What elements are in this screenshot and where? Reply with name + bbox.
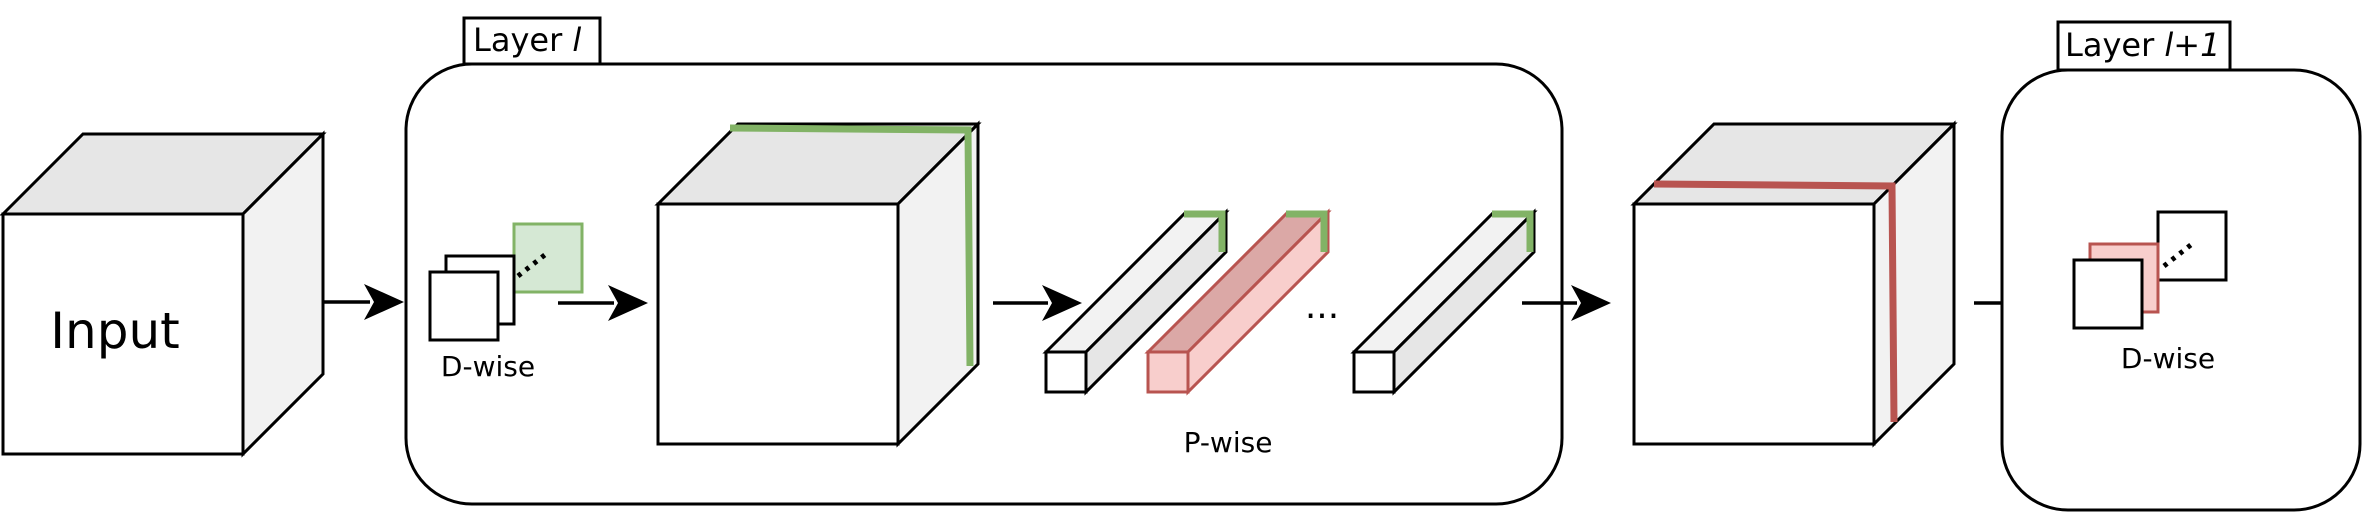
depthwise-output-cube bbox=[654, 120, 982, 448]
layer-l-dwise-label: D-wise bbox=[441, 350, 535, 383]
pwise-prism-3 bbox=[1350, 208, 1538, 396]
arrow-dwise-to-featuremap bbox=[558, 285, 648, 321]
next-dwise-filter-stack bbox=[2072, 210, 2228, 330]
layer-l1-tag-var: l+1 bbox=[2164, 26, 2220, 64]
dwise-filter-green bbox=[512, 222, 584, 294]
next-dwise-filter-back bbox=[2156, 210, 2228, 282]
pwise-prism-3-accent bbox=[1492, 210, 1534, 252]
layer-l1-tag: Layer l+1 bbox=[2056, 20, 2232, 72]
layer-output-cube bbox=[1630, 120, 1958, 448]
layer-l-tag: Layer l bbox=[462, 16, 602, 66]
input-label: Input bbox=[50, 302, 179, 360]
arrow-to-pointwise bbox=[993, 285, 1082, 321]
arrow-layer-to-output bbox=[1522, 285, 1611, 321]
depthwise-cube-green-slice bbox=[729, 124, 974, 367]
layer-l1-dwise-label: D-wise bbox=[2121, 342, 2215, 375]
next-dwise-filter-front bbox=[2072, 258, 2144, 330]
pwise-prism-1 bbox=[1042, 208, 1230, 396]
pwise-prism-2-accent bbox=[1286, 210, 1328, 252]
input-cube bbox=[0, 130, 327, 458]
layer-l-tag-prefix: Layer bbox=[473, 21, 572, 59]
pwise-prism-1-accent bbox=[1184, 210, 1226, 252]
arrow-input-to-layer bbox=[323, 284, 404, 320]
layer-l1-container bbox=[2000, 68, 2362, 512]
layer-l-tag-var: l bbox=[572, 21, 581, 59]
output-cube-front bbox=[1632, 202, 1876, 446]
pwise-ellipsis: ... bbox=[1305, 286, 1339, 327]
layer-l1-tag-prefix: Layer bbox=[2065, 26, 2164, 64]
dwise-filter-stack bbox=[428, 222, 584, 342]
output-cube-red-slice bbox=[1653, 180, 1898, 423]
depthwise-cube-front bbox=[656, 202, 900, 446]
input-cube-front bbox=[1, 212, 245, 456]
svg-text:Layer l+1: Layer l+1 bbox=[2065, 26, 2220, 64]
pwise-prism-2 bbox=[1144, 208, 1332, 396]
dwise-filter-front bbox=[428, 270, 500, 342]
svg-text:Layer l: Layer l bbox=[473, 21, 581, 59]
pwise-label: P-wise bbox=[1184, 426, 1273, 459]
